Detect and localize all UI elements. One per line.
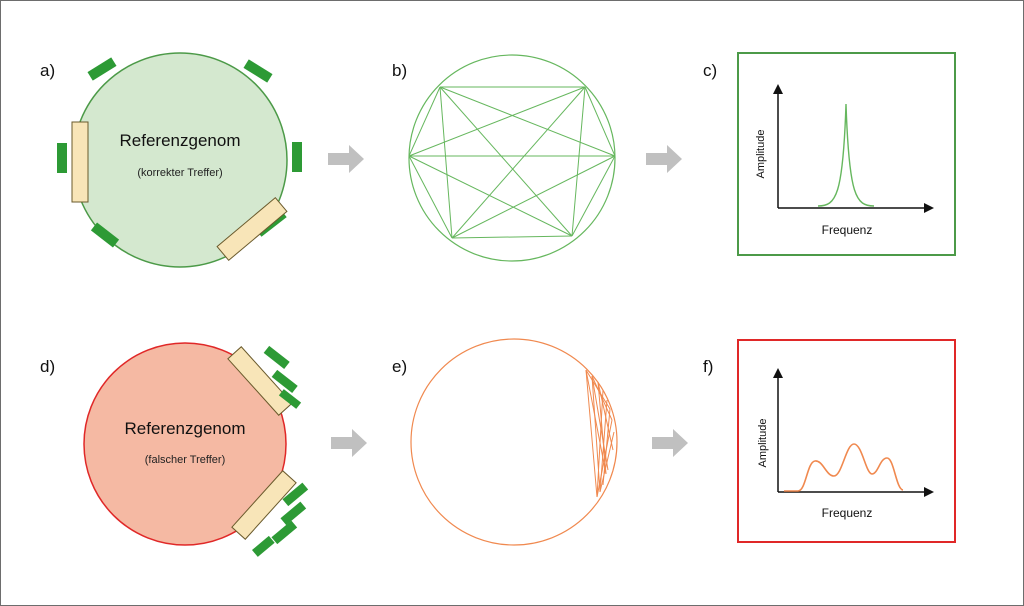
panel-c: c) Amplitude Frequenz (703, 52, 956, 256)
read-segment (243, 59, 273, 83)
panel-d: d) Referenzgenom (falscher Treffer) (40, 342, 309, 557)
panel-c-ylabel: Amplitude (755, 130, 767, 179)
arrow-right-icon (646, 145, 682, 173)
spectrum-peak-single (817, 103, 875, 207)
spectrum-peaks-multiple (784, 443, 904, 492)
read-segment (271, 520, 298, 545)
read-segment (57, 143, 67, 173)
panel-c-letter: c) (703, 61, 717, 80)
panel-a: a) Referenzgenom (korrekter Treffer) (40, 52, 302, 268)
panel-d-letter: d) (40, 357, 55, 376)
aligned-region (231, 470, 297, 540)
aligned-region (216, 196, 288, 262)
connection-circle-wrong (410, 338, 618, 546)
read-segment (252, 535, 275, 557)
read-segment (280, 501, 307, 526)
read-segment (87, 57, 117, 81)
x-axis-arrow-icon (924, 203, 934, 213)
panel-f: f) Amplitude Frequenz (703, 339, 956, 543)
read-segment (278, 389, 302, 409)
read-segment (90, 222, 120, 248)
connection-lines-local (585, 369, 615, 498)
panel-f-ylabel: Amplitude (757, 419, 769, 468)
read-segment (292, 142, 302, 172)
read-segment (271, 369, 298, 393)
panel-f-xlabel: Frequenz (822, 506, 873, 520)
spectrum-box-wrong (737, 339, 956, 543)
panel-a-title: Referenzgenom (120, 131, 241, 150)
aligned-region (71, 121, 89, 203)
connection-lines (408, 86, 616, 239)
y-axis-arrow-icon (773, 368, 783, 378)
panel-d-subtitle: (falscher Treffer) (145, 454, 226, 466)
arrow-right-icon (328, 145, 364, 173)
panel-e: e) (392, 338, 618, 546)
panel-d-title: Referenzgenom (125, 419, 246, 438)
panel-c-xlabel: Frequenz (822, 223, 873, 237)
read-segment (263, 345, 290, 369)
panel-f-letter: f) (703, 357, 713, 376)
panel-a-letter: a) (40, 61, 55, 80)
panel-b-letter: b) (392, 61, 407, 80)
arrow-right-icon (331, 429, 367, 457)
y-axis-arrow-icon (773, 84, 783, 94)
x-axis-arrow-icon (924, 487, 934, 497)
arrow-right-icon (652, 429, 688, 457)
read-segment (282, 482, 309, 507)
spectrum-box-correct (737, 52, 956, 256)
panel-e-letter: e) (392, 357, 407, 376)
aligned-region (227, 346, 293, 416)
panel-a-subtitle: (korrekter Treffer) (137, 167, 222, 179)
connection-circle-correct (408, 54, 616, 262)
reference-genome-wrong (83, 342, 287, 546)
panel-b: b) (392, 54, 616, 262)
